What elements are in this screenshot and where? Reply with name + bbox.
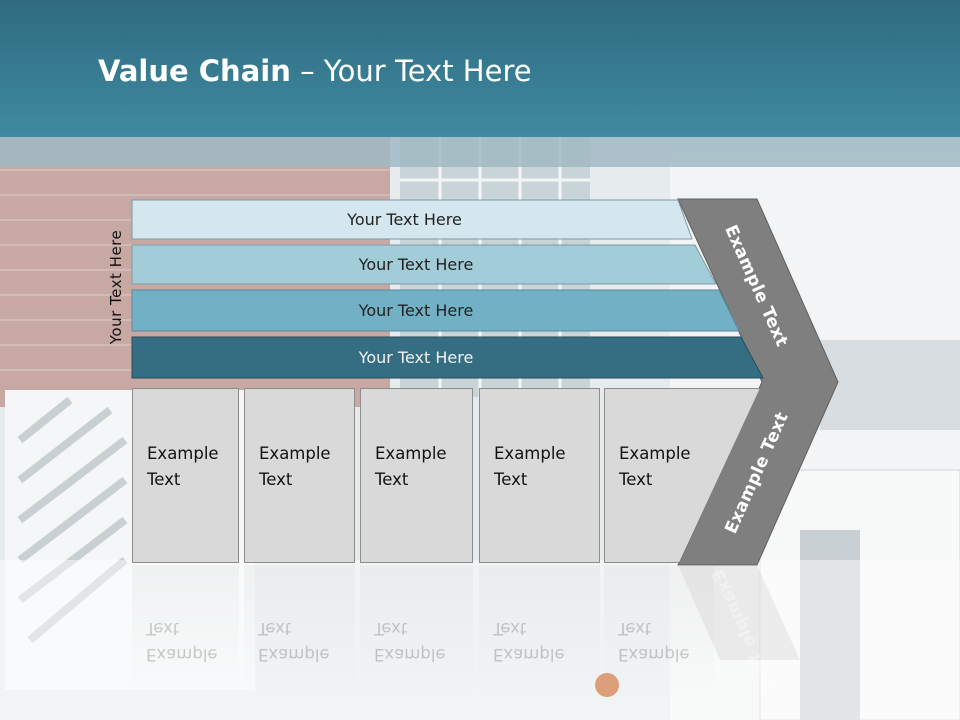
header-accent-band xyxy=(0,137,960,167)
cell-1-line1: Example xyxy=(147,444,219,463)
cell-2-line2: Text xyxy=(259,470,293,489)
bar-shape-1 xyxy=(131,199,693,240)
bar-row-3[interactable]: Your Text Here xyxy=(132,291,700,329)
bar-row-2-label: Your Text Here xyxy=(358,254,474,274)
bar-row-1[interactable]: Your Text Here xyxy=(132,200,677,238)
bar-row-3-label: Your Text Here xyxy=(358,300,474,320)
slide-title: Value Chain – Your Text Here xyxy=(98,54,532,88)
header-bar xyxy=(0,0,960,137)
activity-cell-1[interactable]: Example Text xyxy=(132,388,239,563)
bar-shape-4 xyxy=(131,336,764,379)
title-rest: – Your Text Here xyxy=(290,54,532,88)
bar-shape-3 xyxy=(131,289,740,332)
cell-4-line1: Example xyxy=(494,444,566,463)
activity-cell-3[interactable]: Example Text xyxy=(360,388,473,563)
bar-shape-2 xyxy=(131,244,717,285)
cell-1-line2: Text xyxy=(147,470,181,489)
cell-3-line1: Example xyxy=(375,444,447,463)
bar-row-2[interactable]: Your Text Here xyxy=(132,245,700,283)
activity-cell-2[interactable]: Example Text xyxy=(244,388,355,563)
cell-5-line1: Example xyxy=(619,444,691,463)
bar-row-4[interactable]: Your Text Here xyxy=(132,338,700,376)
title-bold: Value Chain xyxy=(98,54,291,88)
activity-cell-4[interactable]: Example Text xyxy=(479,388,600,563)
cell-4-line2: Text xyxy=(494,470,528,489)
cell-2-line1: Example xyxy=(259,444,331,463)
bar-row-1-label: Your Text Here xyxy=(347,209,462,229)
cell-3-line2: Text xyxy=(375,470,409,489)
cell-5-line2: Text xyxy=(619,470,653,489)
bar-row-4-label: Your Text Here xyxy=(358,347,474,367)
